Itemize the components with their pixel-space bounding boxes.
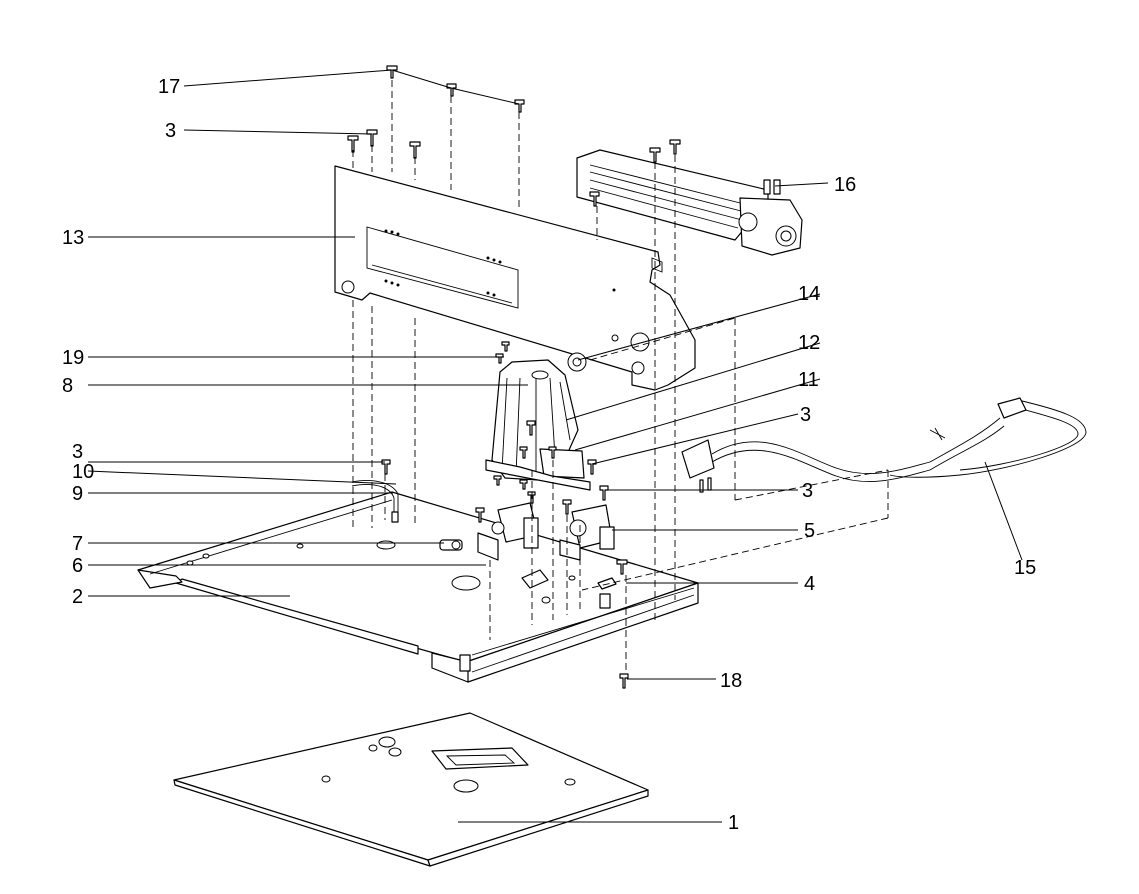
callout-6: 6 <box>72 555 83 577</box>
callout-2: 2 <box>72 586 83 608</box>
callout-8: 9 <box>72 483 83 505</box>
callout-5: 5 <box>804 520 815 542</box>
callout-10: 8 <box>62 375 73 397</box>
callout-labels: 17 3 13 16 14 12 19 8 11 3 3 10 9 3 5 7 … <box>62 76 1036 834</box>
callout-11: 11 <box>798 369 819 391</box>
callout-3-right-upper: 3 <box>800 404 811 426</box>
callout-17: 17 <box>158 76 180 98</box>
leader-lines <box>87 69 1023 823</box>
assembly-lines <box>352 80 889 674</box>
solenoid-valve-right <box>559 504 615 561</box>
callout-4: 4 <box>804 573 815 595</box>
callout-1: 1 <box>728 812 739 834</box>
callout-13: 13 <box>62 227 84 249</box>
callout-15: 15 <box>1014 557 1036 579</box>
thermostat-housing <box>485 352 591 491</box>
callout-7: 7 <box>72 533 83 555</box>
sensor-wire <box>351 480 399 523</box>
callout-9: 10 <box>72 461 94 483</box>
callout-3-left: 3 <box>72 441 83 463</box>
blower-fan <box>576 149 803 256</box>
callout-19: 19 <box>62 347 84 369</box>
callout-3-top: 3 <box>165 120 176 142</box>
power-cord <box>681 397 1087 493</box>
callout-12: 12 <box>798 332 820 354</box>
callout-14: 14 <box>798 283 820 305</box>
base-frame <box>137 491 699 683</box>
inlet-fitting <box>439 539 463 551</box>
callout-3-right-lower: 3 <box>802 480 813 502</box>
callout-16: 16 <box>834 174 856 196</box>
screws-top <box>347 65 681 207</box>
callout-18: 18 <box>720 670 742 692</box>
solenoid-valve-left <box>477 502 539 561</box>
bottom-cover-plate <box>173 712 649 867</box>
